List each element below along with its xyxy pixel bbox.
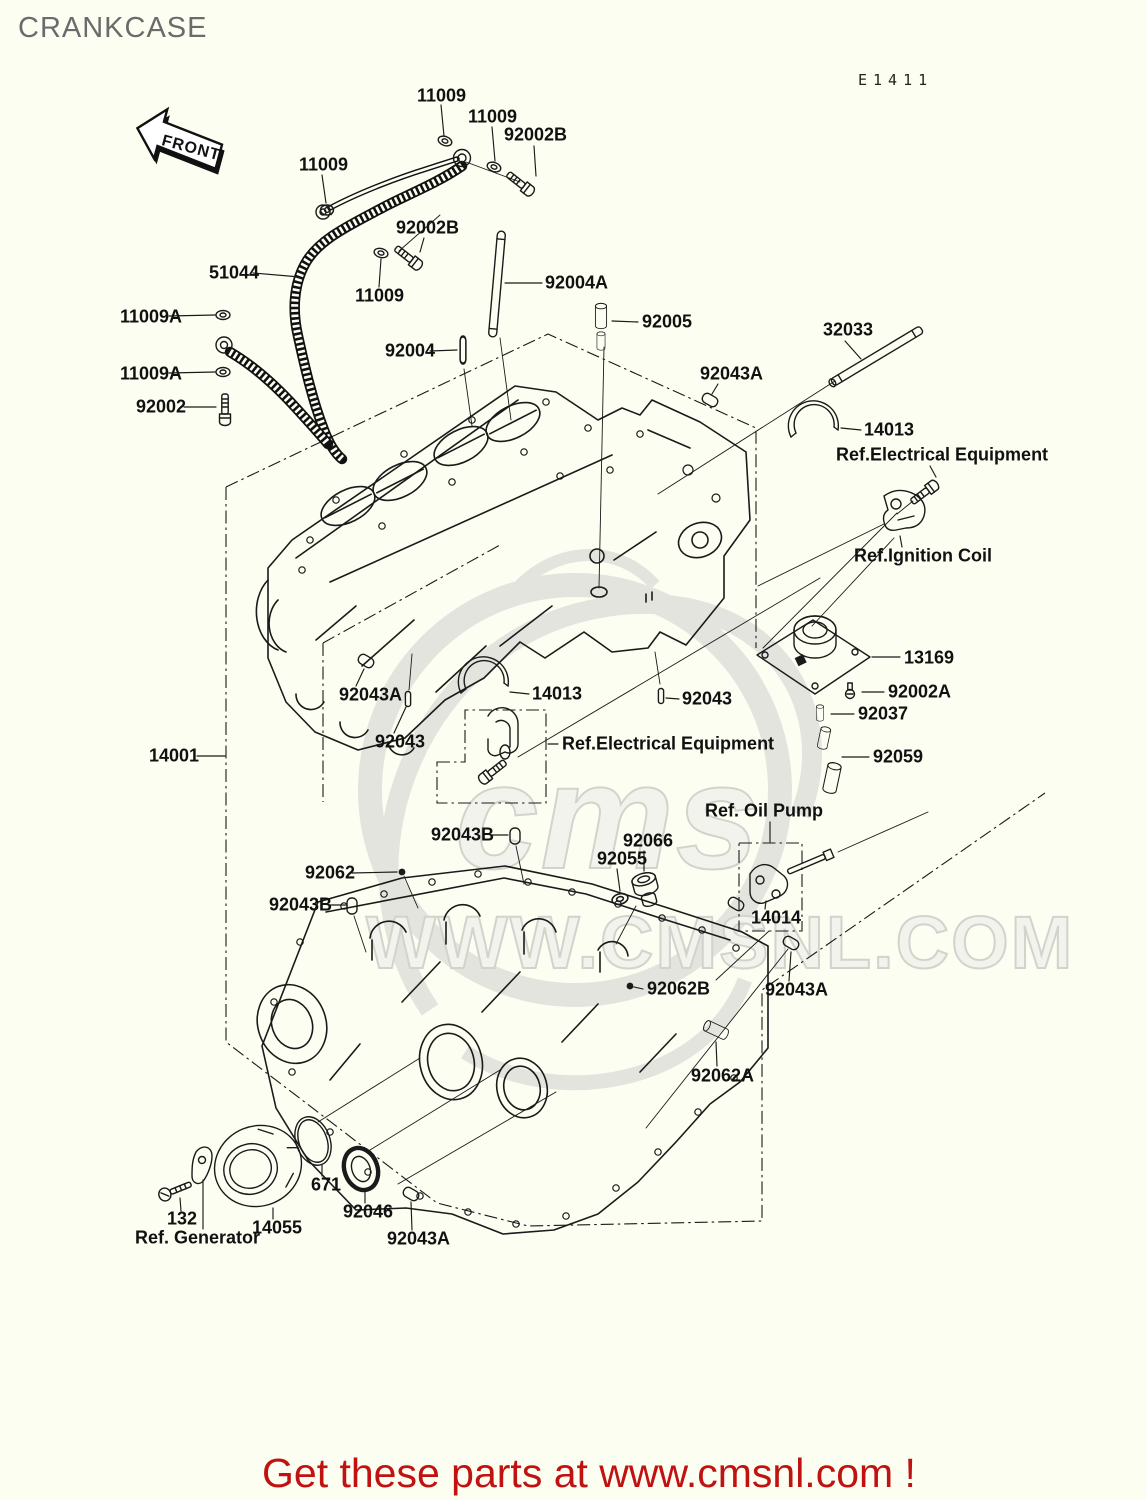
electrical-clamp: [487, 707, 519, 760]
part-label-11009: 11009: [417, 85, 467, 106]
screw-132: [158, 1181, 192, 1202]
assembly-axis-lines: [317, 161, 929, 1185]
part-label-14013: 14013: [864, 419, 915, 440]
bearing-92046: [341, 1145, 381, 1193]
part-label-ref-ignition-coil: Ref.Ignition Coil: [854, 545, 992, 566]
bolt-92002b: [503, 168, 537, 199]
fasteners-and-small-parts: [215, 133, 924, 1204]
pin-92043: [657, 687, 665, 705]
front-arrow: FRONT: [135, 106, 225, 175]
part-label-11009: 11009: [468, 106, 518, 127]
stud-92004: [458, 335, 468, 365]
part-label-92062b: 92062B: [647, 978, 711, 999]
part-label-ref-generator: Ref. Generator: [135, 1227, 261, 1248]
part-label-92004: 92004: [385, 340, 436, 361]
part-label-92037: 92037: [858, 703, 909, 724]
drawing-code: E1411: [858, 71, 934, 89]
ignition-coil-bracket: [882, 489, 926, 532]
part-label-92043b: 92043B: [431, 824, 495, 845]
part-label-92059: 92059: [873, 746, 924, 767]
part-label-92005: 92005: [642, 311, 693, 332]
part-label-14013: 14013: [532, 683, 583, 704]
part-label-11009: 11009: [355, 285, 405, 306]
page-title: CRANKCASE: [18, 12, 208, 44]
oil-plug-92066: [631, 872, 659, 907]
oil-pressure-switch-13169: [756, 615, 871, 695]
part-label-92043a: 92043A: [765, 979, 829, 1000]
watermark-url-text: WWW.CMSNL.COM: [366, 901, 1074, 984]
part-label-ref-electrical-equipment: Ref.Electrical Equipment: [562, 733, 775, 754]
part-label-ref-electrical-equipment: Ref.Electrical Equipment: [836, 444, 1049, 465]
part-label-132: 132: [167, 1208, 198, 1229]
breather-body-92005: [594, 302, 608, 330]
breather-pipe: [315, 148, 472, 220]
part-label-13169: 13169: [904, 647, 955, 668]
generator-cover-area: [158, 1116, 381, 1208]
part-label-92002b: 92002B: [396, 217, 460, 238]
part-label-92002: 92002: [136, 396, 187, 417]
screw-92062: [398, 868, 406, 876]
assembly-boundary-lines: [225, 333, 1046, 1227]
part-label-92002b: 92002B: [504, 124, 568, 145]
part-label-671: 671: [311, 1174, 342, 1195]
bolt-92002b: [391, 242, 425, 273]
clamp-ring-14013: [787, 400, 840, 438]
bolt-ref-electrical: [907, 477, 942, 508]
washer-11009: [372, 246, 390, 260]
part-label-51044: 51044: [209, 262, 260, 283]
cover-14055: [213, 1124, 303, 1208]
part-label-11009a: 11009A: [120, 306, 183, 327]
part-label-92062: 92062: [305, 862, 356, 883]
washer-11009: [485, 159, 503, 175]
screw-92002a: [844, 682, 856, 700]
oil-pump-bracket-14014: [749, 863, 789, 904]
washer-11009a: [215, 366, 231, 378]
part-label-92062a: 92062A: [691, 1065, 755, 1086]
right-side-parts: [457, 400, 942, 914]
part-label-92066: 92066: [623, 830, 674, 851]
bolt-92002: [218, 393, 232, 427]
part-label-14055: 14055: [252, 1217, 303, 1238]
dowel-92043a: [699, 390, 721, 410]
washer-11009: [436, 133, 454, 149]
part-label-92043a: 92043A: [700, 363, 764, 384]
part-label-32033: 32033: [823, 319, 874, 340]
gasket-tab: [191, 1146, 213, 1185]
part-label-11009a: 11009A: [120, 363, 183, 384]
part-label-14001: 14001: [149, 745, 200, 766]
upper-crankcase-half: [255, 385, 751, 756]
part-label-92043a: 92043A: [339, 684, 403, 705]
oil-pump-bolt: [786, 848, 835, 875]
lower-crankcase-half: [256, 865, 769, 1235]
part-label-ref-oil-pump: Ref. Oil Pump: [705, 800, 824, 821]
part-label-11009: 11009: [299, 154, 349, 175]
part-label-92043: 92043: [375, 731, 426, 752]
part-label-92055: 92055: [597, 848, 648, 869]
part-label-92043b: 92043B: [269, 894, 333, 915]
watermark-logo-text: cms: [455, 732, 761, 900]
part-label-92046: 92046: [343, 1201, 394, 1222]
pipe-92059: [821, 761, 843, 795]
part-label-92002a: 92002A: [888, 681, 952, 702]
clamp-ring-14013: [457, 656, 510, 694]
part-label-92043a: 92043A: [387, 1228, 451, 1249]
o-ring-671: [294, 1116, 332, 1166]
dowel-92043a: [355, 651, 377, 671]
part-label-92004a: 92004A: [545, 272, 609, 293]
footer-promo-text: Get these parts at www.cmsnl.com !: [262, 1450, 916, 1496]
rod-92004a: [488, 230, 506, 338]
screw-92062b: [626, 982, 634, 990]
label-leader-lines: [168, 104, 937, 1231]
part-label-92043: 92043: [682, 688, 733, 709]
cms-watermark: cms WWW.CMSNL.COM: [358, 549, 1074, 1091]
washer-11009a: [215, 309, 231, 321]
part-label-14014: 14014: [751, 907, 802, 928]
battery-cable-51044: [215, 160, 468, 465]
